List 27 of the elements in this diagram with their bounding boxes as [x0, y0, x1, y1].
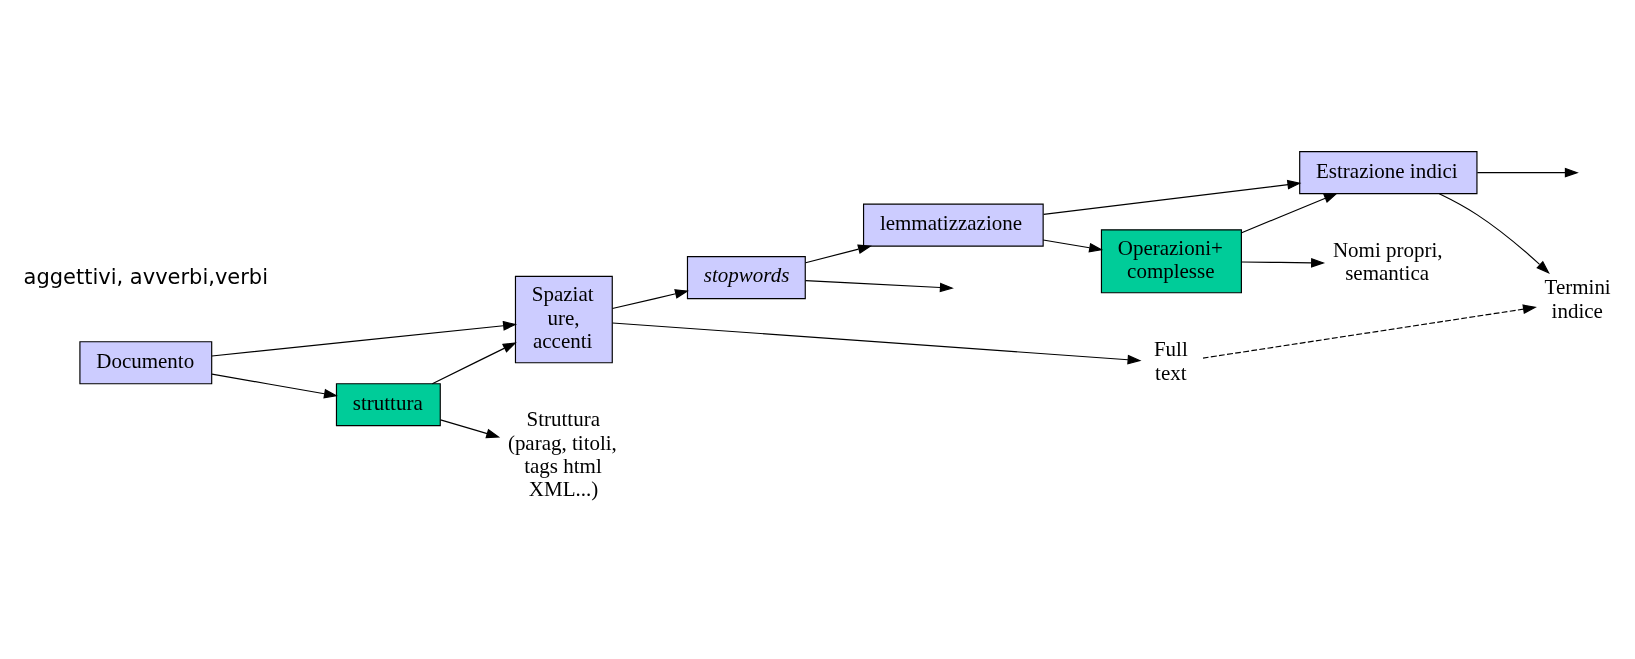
node-box: Estrazione indici: [1299, 151, 1478, 195]
arrow: [1438, 193, 1550, 274]
arrow: [1042, 239, 1104, 253]
arrow: [1202, 304, 1537, 359]
node-box: lemmatizzazione: [862, 203, 1044, 247]
arrow: [211, 320, 518, 357]
label: aggettivi, avverbi,verbi: [23, 264, 269, 289]
arrow: [805, 244, 872, 264]
arrow: [611, 322, 1142, 365]
node-text: Struttura (parag, titoli, tags html XML...): [507, 407, 617, 502]
arrow: [1241, 193, 1338, 234]
arrow: [1476, 167, 1579, 178]
arrow: [1241, 257, 1326, 268]
arrow: [1043, 179, 1302, 215]
arrow: [431, 342, 517, 385]
node-box: struttura: [335, 383, 441, 427]
arrow: [611, 289, 689, 310]
node-text: Nomi propri, semantica: [1332, 238, 1443, 286]
arrow: [211, 373, 338, 399]
node-box: stopwords: [686, 256, 806, 300]
node-text: Full text: [1153, 337, 1188, 385]
node-text: Termini indice: [1544, 275, 1611, 323]
arrow: [439, 419, 501, 439]
node-box: Spaziat ure, accenti: [514, 275, 613, 364]
node-box: Documento: [79, 341, 213, 385]
arrow: [805, 280, 954, 293]
node-box: Operazioni+ complesse: [1100, 229, 1242, 294]
